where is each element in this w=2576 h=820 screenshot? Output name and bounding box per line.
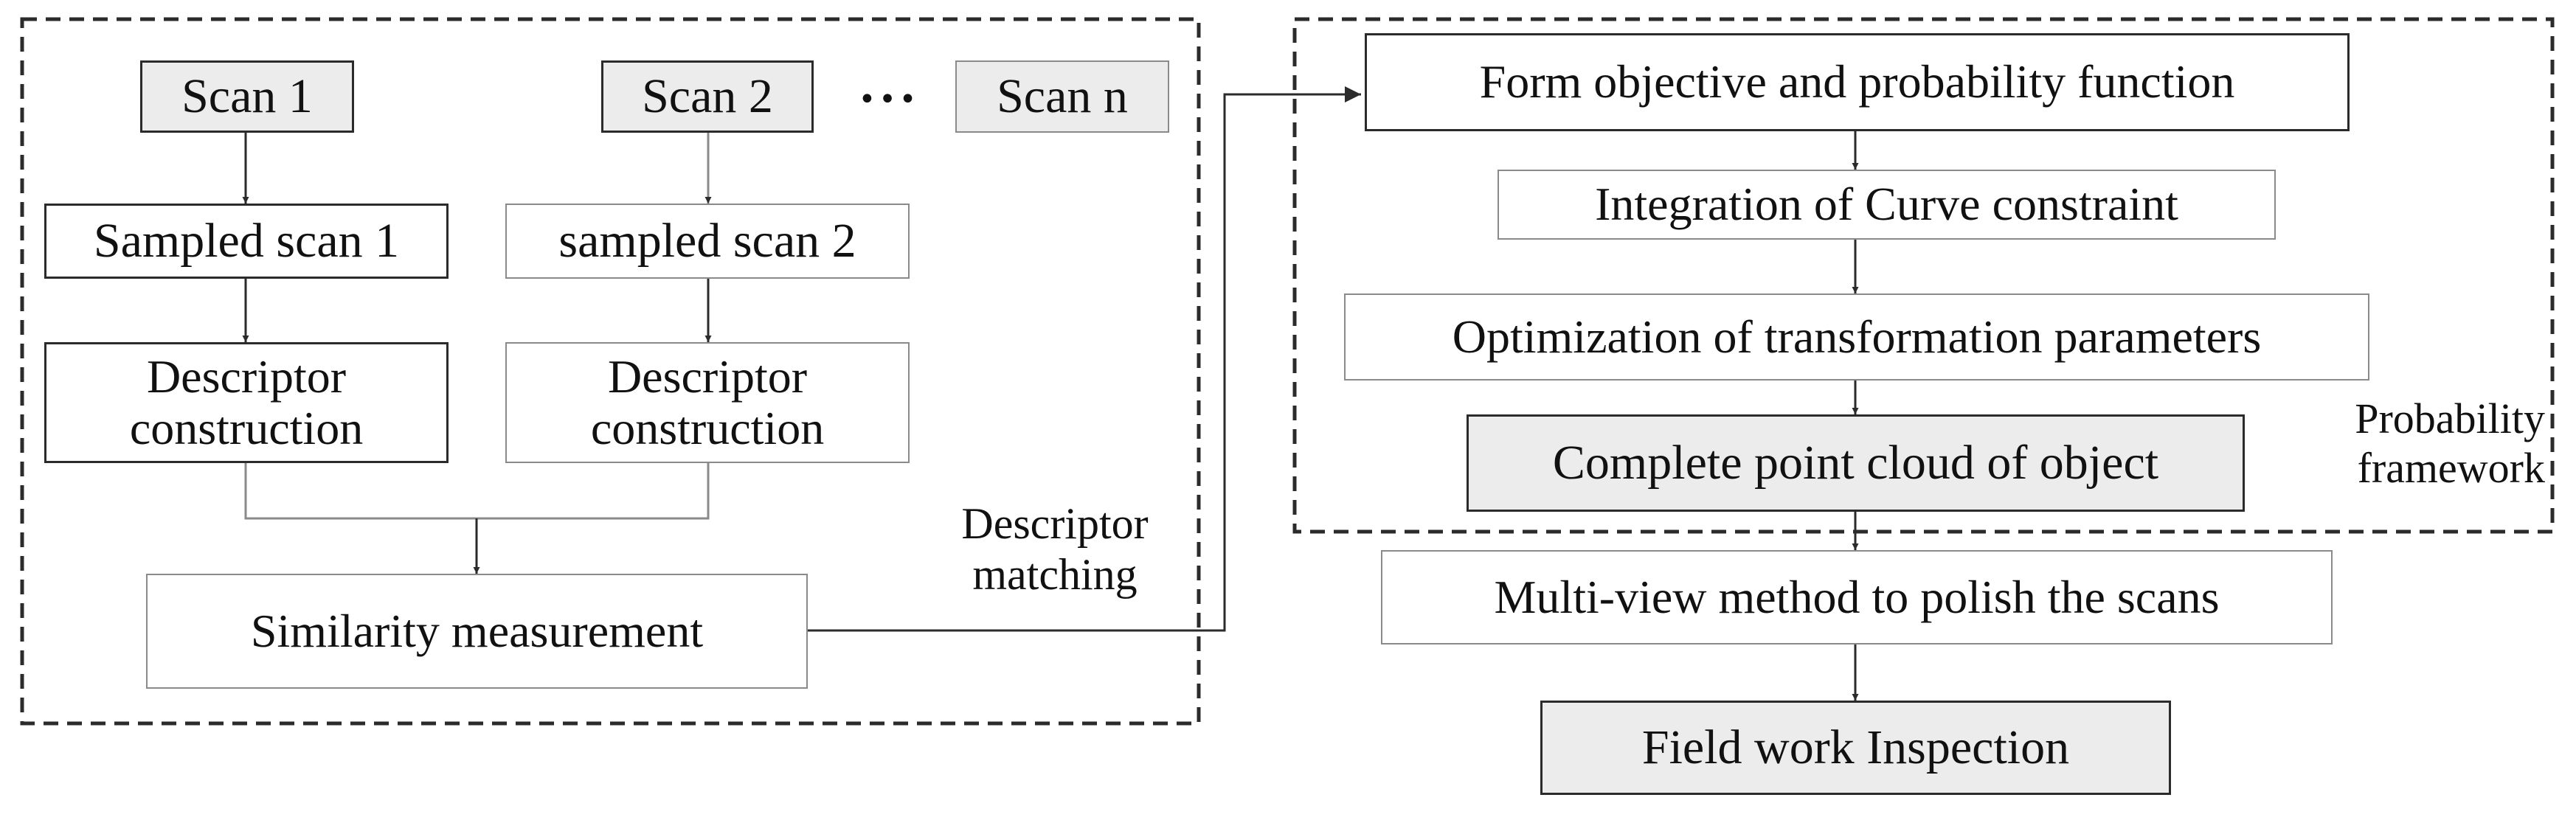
probability-framework-group-border — [1292, 17, 2555, 534]
probability-framework-label: Probability framework — [2355, 395, 2545, 492]
ellipsis-dots: ••• — [858, 83, 920, 117]
sampled-scan-1-box: Sampled scan 1 — [44, 204, 449, 279]
similarity-measurement-box: Similarity measurement — [146, 574, 808, 689]
optimization-box: Optimization of transformation parameter… — [1344, 293, 2369, 381]
scan-1-box: Scan 1 — [140, 60, 354, 133]
form-objective-box: Form objective and probability function — [1365, 33, 2350, 131]
curve-constraint-box: Integration of Curve constraint — [1498, 170, 2276, 240]
multi-view-method-box: Multi-view method to polish the scans — [1381, 550, 2333, 644]
complete-point-cloud-box: Complete point cloud of object — [1467, 414, 2245, 512]
scan-2-box: Scan 2 — [601, 60, 814, 133]
descriptor-construction-2-box: Descriptor construction — [505, 342, 910, 463]
scan-n-box: Scan n — [955, 60, 1169, 133]
merge-connector — [244, 463, 710, 520]
sampled-scan-2-box: sampled scan 2 — [505, 204, 910, 279]
field-work-inspection-box: Field work Inspection — [1540, 701, 2171, 795]
descriptor-matching-group-border — [20, 17, 1201, 726]
descriptor-construction-1-box: Descriptor construction — [44, 342, 449, 463]
descriptor-matching-label: Descriptor matching — [961, 499, 1149, 599]
arrow-similarity-to-form-objective — [808, 86, 1361, 632]
